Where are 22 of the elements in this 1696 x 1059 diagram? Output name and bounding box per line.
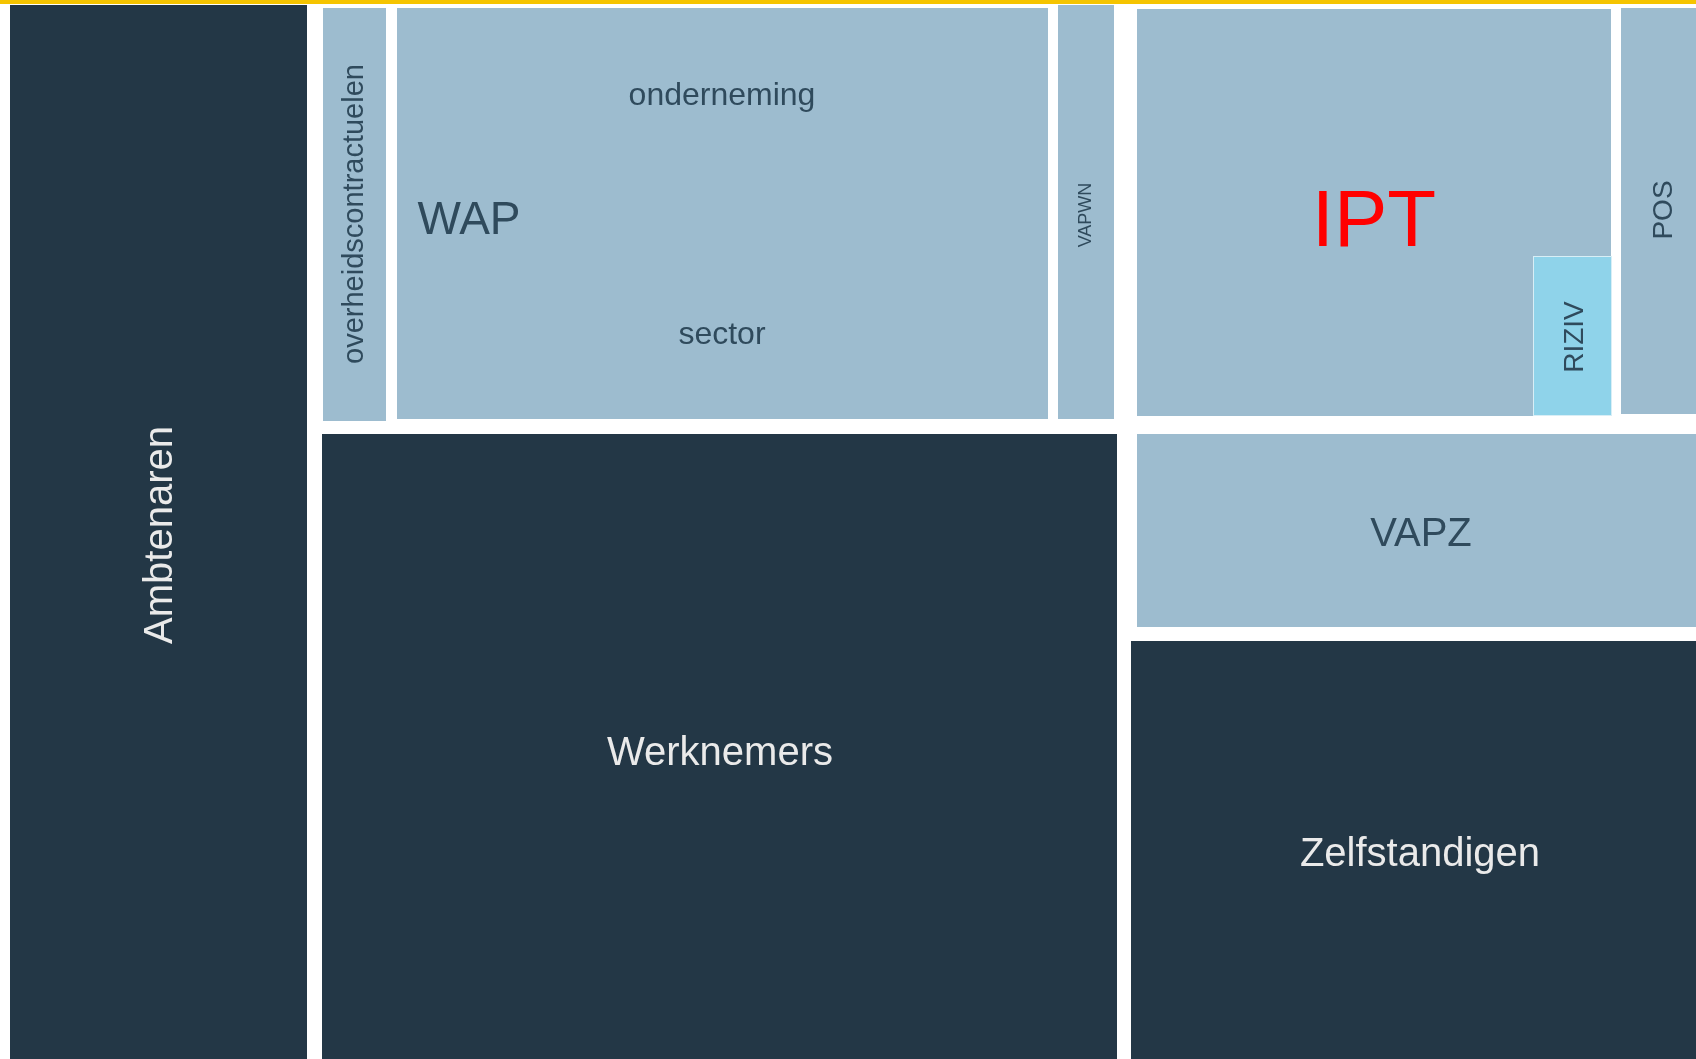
scheme-label: onderneming xyxy=(628,77,816,113)
panel-label: Werknemers xyxy=(607,729,833,773)
category-panel xyxy=(322,434,1117,1059)
scheme-label: WAP xyxy=(417,192,521,244)
scheme-box xyxy=(397,8,1048,419)
scheme-label: RIZIV xyxy=(1558,301,1590,373)
scheme-box xyxy=(1621,8,1696,414)
category-panel xyxy=(10,5,307,1059)
scheme-label: IPT xyxy=(1311,175,1437,263)
scheme-box xyxy=(1137,434,1696,627)
scheme-box xyxy=(1137,9,1611,416)
category-panel xyxy=(1131,641,1696,1059)
scheme-label: sector xyxy=(678,316,766,352)
panel-label: Ambtenaren xyxy=(136,426,180,644)
scheme-label: overheidscontractuelen xyxy=(338,64,370,364)
sub-scheme-box xyxy=(1533,256,1612,416)
scheme-label: POS xyxy=(1647,180,1679,240)
scheme-label: VAPWN xyxy=(1076,182,1096,248)
scheme-box xyxy=(1058,5,1114,419)
scheme-box xyxy=(323,8,386,421)
panel-label: Zelfstandigen xyxy=(1299,830,1541,874)
scheme-label: VAPZ xyxy=(1370,510,1472,554)
